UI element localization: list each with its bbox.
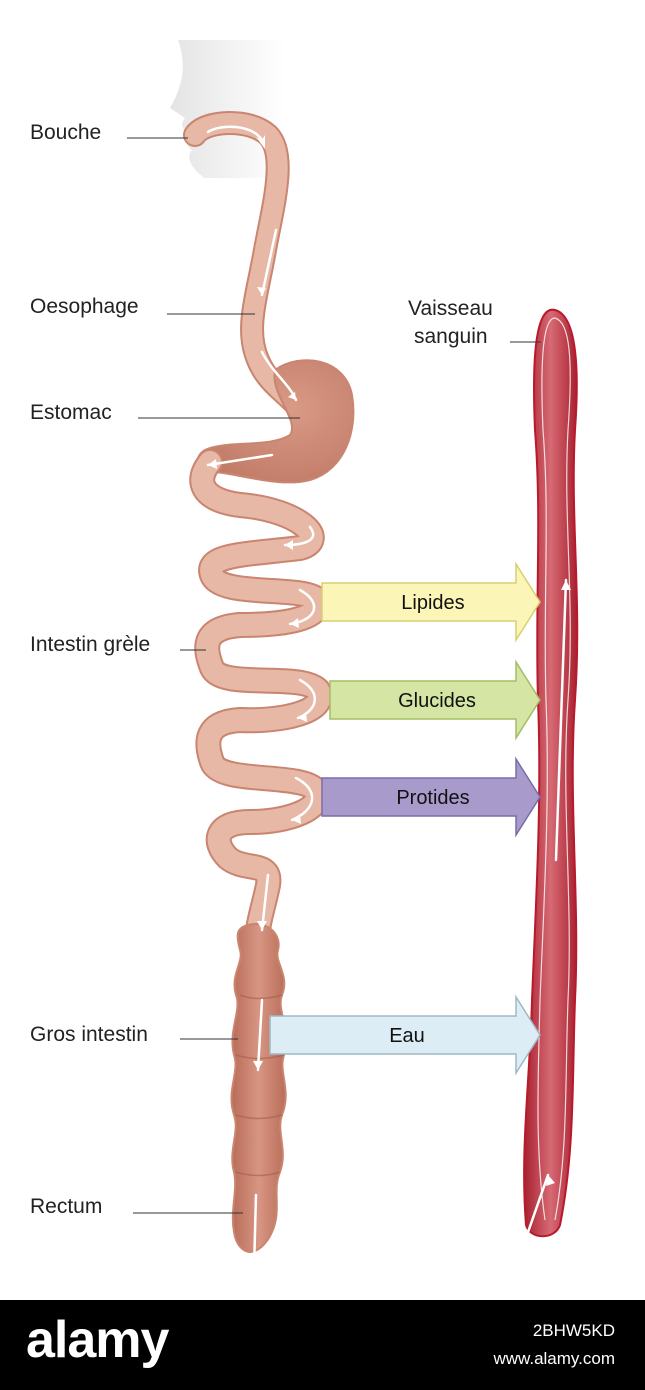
arrow-label-protides: Protides [396,787,469,809]
alamy-logo: alamy [26,1314,168,1366]
label-estomac: Estomac [30,402,112,423]
arrow-label-eau: Eau [389,1025,425,1047]
label-gros-intestin: Gros intestin [30,1024,148,1045]
blood-vessel [520,282,578,1255]
label-bouche: Bouche [30,122,101,143]
arrow-label-glucides: Glucides [398,690,476,712]
image-id: 2BHW5KD [533,1322,615,1339]
large-intestine-shape [231,924,286,1252]
label-vaisseau: Vaisseau [408,298,493,319]
label-rectum: Rectum [30,1196,102,1217]
arrow-label-lipides: Lipides [401,592,464,614]
site-url: www.alamy.com [493,1350,615,1367]
label-sanguin: sanguin [414,326,488,347]
label-intestin-grele: Intestin grèle [30,634,150,655]
label-oesophage: Oesophage [30,296,139,317]
footer-bar: alamy 2BHW5KD www.alamy.com [0,1300,645,1390]
